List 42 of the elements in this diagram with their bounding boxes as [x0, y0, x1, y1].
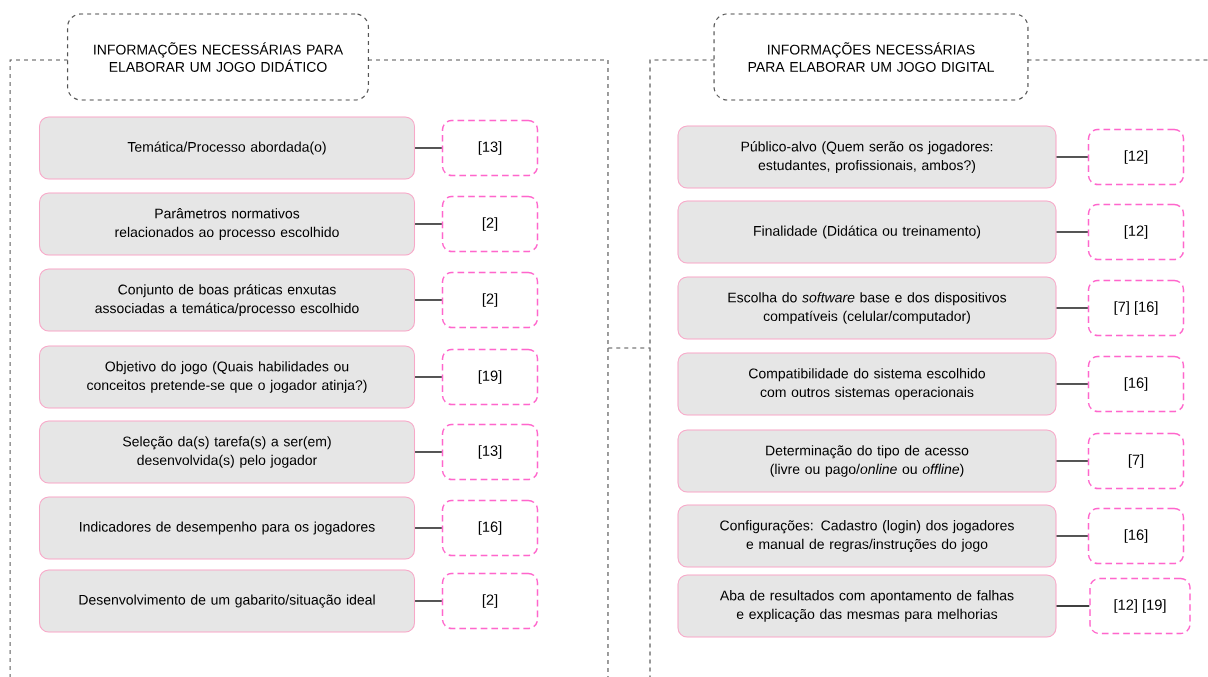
reference-box: [2] — [441, 195, 539, 253]
connector-line — [1055, 605, 1090, 607]
connector-line — [414, 527, 443, 529]
reference-box: [16] — [441, 499, 539, 557]
connector-line — [1055, 383, 1089, 385]
reference-box: [16] — [1087, 355, 1185, 413]
connector-line — [414, 451, 443, 453]
process-box: Desenvolvimento de um gabarito/situação ideal — [38, 569, 416, 633]
connector-line — [414, 147, 443, 149]
process-box: Temática/Processo abordada(o) — [38, 116, 416, 180]
process-box: Parâmetros normativos relacionados ao processo escolhido — [38, 192, 416, 256]
process-box: Conjunto de boas práticas enxutas associadas a temática/processo escolhido — [38, 268, 416, 332]
connector-line — [414, 600, 443, 602]
connector-line — [414, 376, 443, 378]
connector-line — [1055, 535, 1089, 537]
process-box: Indicadores de desempenho para os jogadores — [38, 496, 416, 560]
reference-box: [12] — [1087, 128, 1185, 186]
connector-line — [1055, 156, 1089, 158]
reference-box: [7] — [1087, 432, 1185, 490]
reference-box: [19] — [441, 348, 539, 406]
process-box: Seleção da(s) tarefa(s) a ser(em) desenvolvida(s) pelo jogador — [38, 420, 416, 484]
reference-box: [2] — [441, 572, 539, 630]
reference-box: [2] — [441, 271, 539, 329]
process-box: Determinação do tipo de acesso (livre ou pago/online ou offline) — [677, 429, 1057, 493]
reference-box: [12] — [1087, 203, 1185, 261]
connector-line — [1055, 460, 1089, 462]
process-box: Público-alvo (Quem serão os jogadores: estudantes, profissionais, ambos?) — [677, 125, 1057, 189]
process-box: Escolha do software base e dos dispositivos compatíveis (celular/computador) — [677, 276, 1057, 340]
connector-line — [414, 223, 443, 225]
connector-line — [1055, 231, 1089, 233]
process-box: Aba de resultados com apontamento de falhas e explicação das mesmas para melhorias — [677, 574, 1057, 638]
process-box: Finalidade (Didática ou treinamento) — [677, 200, 1057, 264]
connector-line — [1055, 307, 1089, 309]
process-box: Compatibilidade do sistema escolhido com outros sistemas operacionais — [677, 352, 1057, 416]
reference-box: [7] [16] — [1087, 279, 1185, 337]
process-box: Configurações: Cadastro (login) dos jogadores e manual de regras/instruções do jogo — [677, 504, 1057, 568]
reference-box: [12] [19] — [1089, 577, 1191, 635]
connector-line — [414, 299, 443, 301]
reference-box: [13] — [441, 119, 539, 177]
process-box: Objetivo do jogo (Quais habilidades ou conceitos pretende-se que o jogador atinja?) — [38, 345, 416, 409]
reference-box: [13] — [441, 423, 539, 481]
reference-box: [16] — [1087, 507, 1185, 565]
